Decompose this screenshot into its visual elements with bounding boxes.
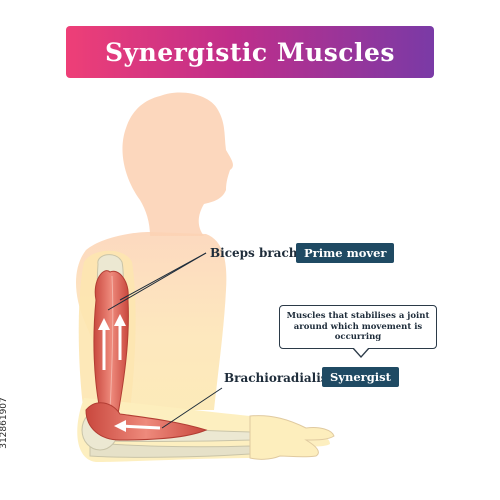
biceps-muscle xyxy=(93,270,129,416)
callout-text: Muscles that stabilises a joint around w… xyxy=(286,311,430,343)
page-title: Synergistic Muscles xyxy=(105,37,395,67)
biceps-label: Biceps brachii xyxy=(210,246,307,260)
callout-pointer-fill xyxy=(353,347,369,356)
brachioradialis-muscle xyxy=(85,402,208,441)
brachio-leader-line xyxy=(161,387,223,429)
side-caption: 312861907 xyxy=(0,397,9,449)
contraction-arrows xyxy=(98,314,161,432)
brachioradialis-label: Brachioradialis xyxy=(224,371,328,385)
biceps-fiber-line xyxy=(109,275,114,411)
title-banner: Synergistic Muscles xyxy=(66,26,434,78)
head-silhouette xyxy=(122,92,233,236)
synergist-callout: Muscles that stabilises a joint around w… xyxy=(279,305,437,349)
hand xyxy=(249,415,335,460)
biceps-leader-line-2 xyxy=(119,252,207,301)
biceps-leader-line-1 xyxy=(107,252,207,311)
prime-mover-badge: Prime mover xyxy=(296,243,395,263)
synergist-badge: Synergist xyxy=(322,367,399,387)
